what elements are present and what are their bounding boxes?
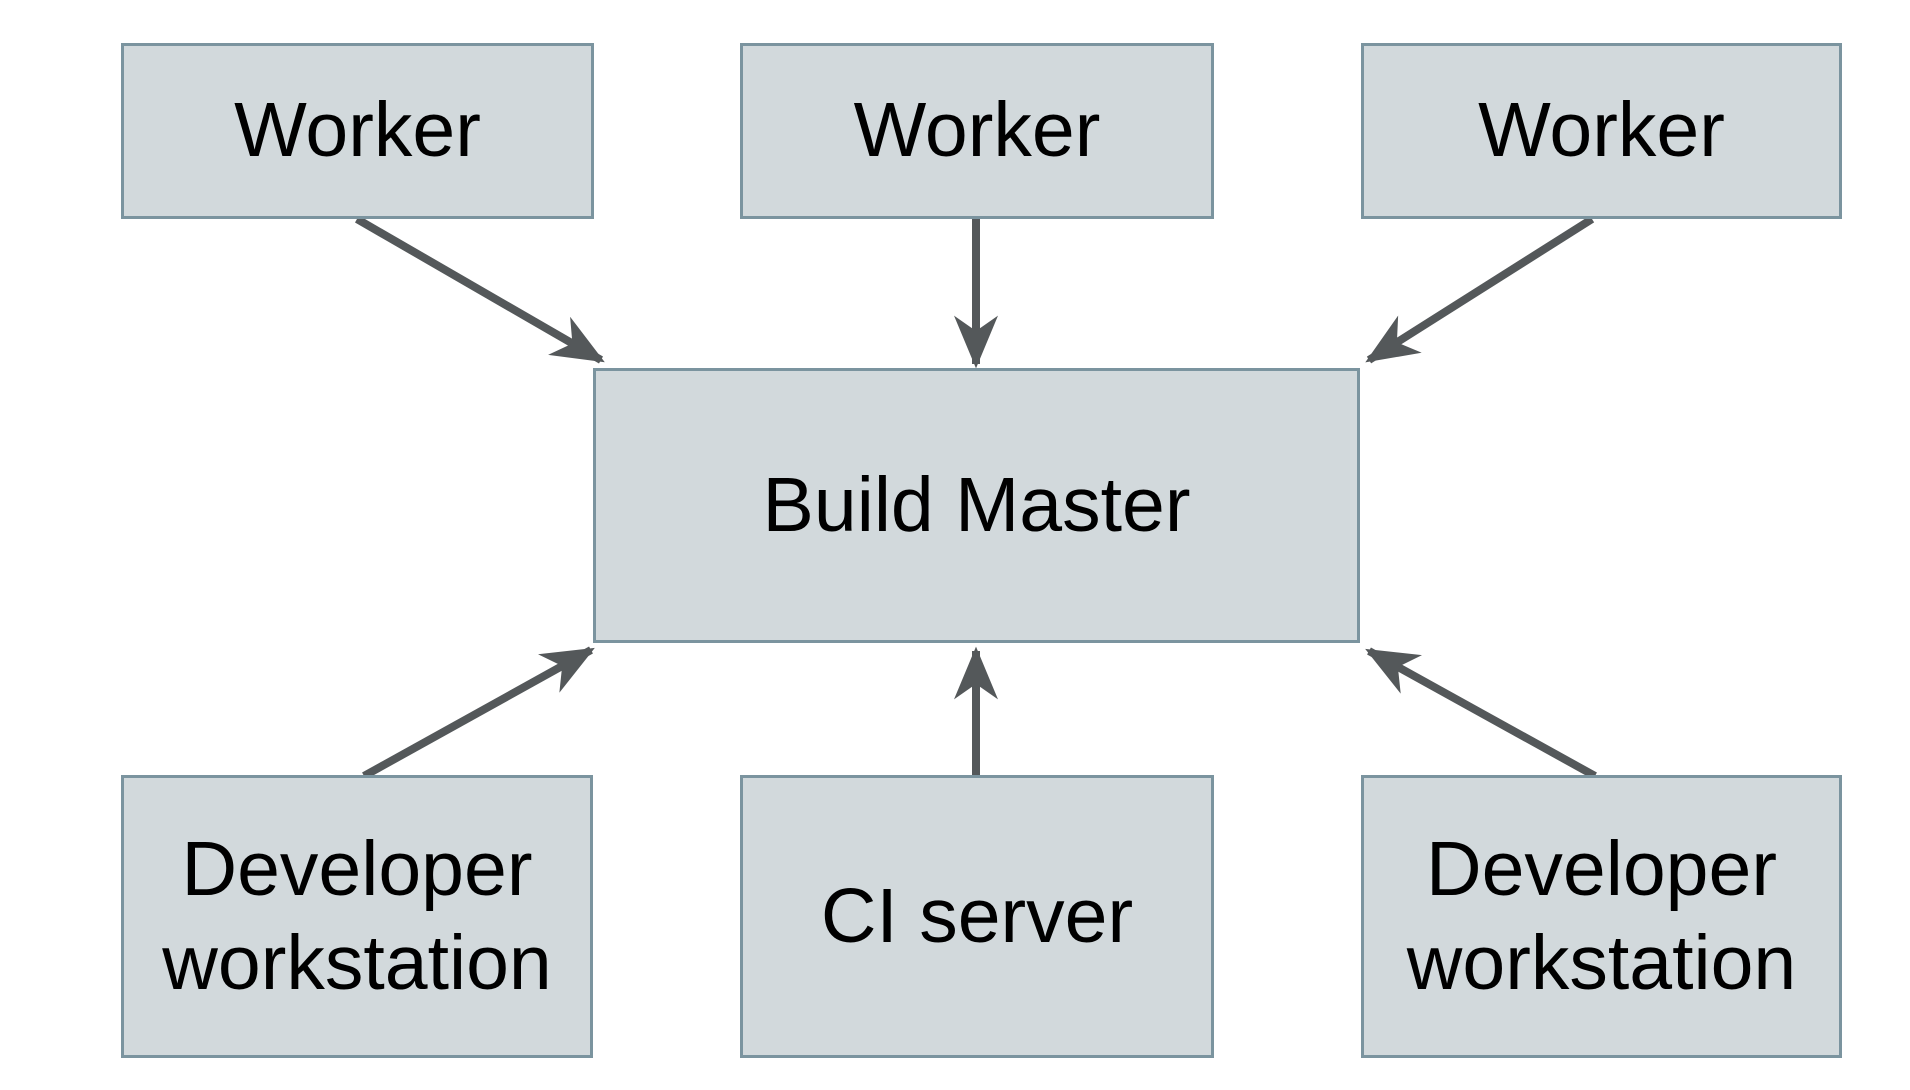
node-label: Build Master <box>762 461 1191 548</box>
node-label: Worker <box>853 87 1101 174</box>
arrow-developer-left-to-build-master <box>362 646 595 780</box>
node-worker-top-left: Worker <box>121 43 594 219</box>
node-build-master: Build Master <box>593 368 1360 643</box>
node-worker-top-right: Worker <box>1361 43 1842 219</box>
node-worker-top-middle: Worker <box>740 43 1214 219</box>
node-developer-workstation-left: Developer workstation <box>121 775 593 1058</box>
arrow-worker-right-to-build-master <box>1365 215 1595 364</box>
node-ci-server: CI server <box>740 775 1214 1058</box>
node-label: Developer workstation <box>1406 825 1797 1006</box>
node-label: Developer workstation <box>162 825 552 1006</box>
node-label: Worker <box>234 87 481 174</box>
node-label: CI server <box>820 872 1134 959</box>
node-developer-workstation-right: Developer workstation <box>1361 775 1842 1058</box>
arrow-worker-left-to-build-master <box>354 215 605 364</box>
arrow-developer-right-to-build-master <box>1365 647 1597 780</box>
node-label: Worker <box>1478 87 1725 174</box>
